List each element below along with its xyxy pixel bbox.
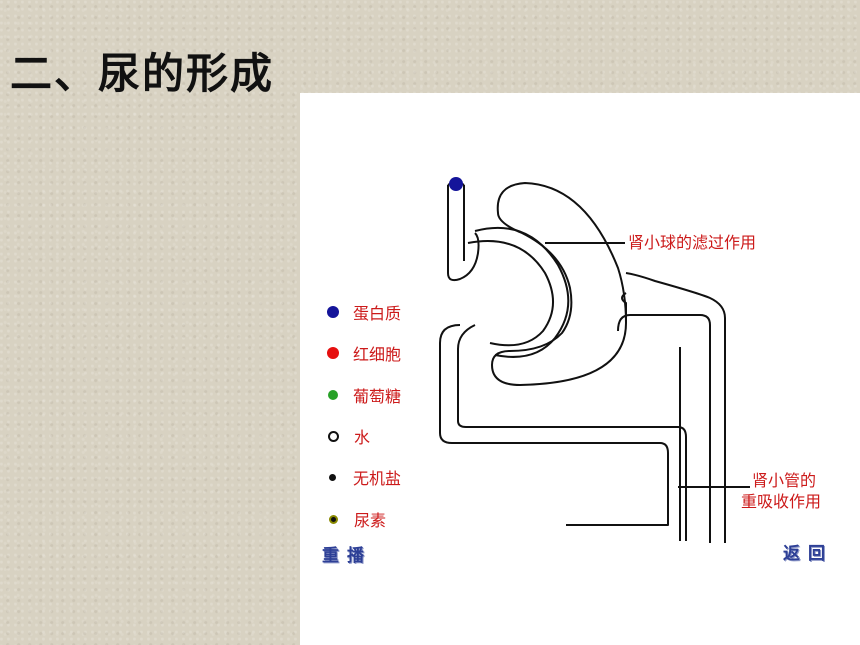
slide-title: 二、尿的形成 <box>10 49 275 98</box>
glomerulus-inner-curve <box>467 240 554 347</box>
replay-button[interactable]: 重播 <box>322 546 372 566</box>
legend-label: 红细胞 <box>353 345 402 364</box>
tubule-outer <box>621 292 627 323</box>
efferent-vessel-outer <box>439 324 669 526</box>
tubule-wall-left <box>617 314 711 543</box>
glomerulus-outer-curve <box>474 226 570 358</box>
filled-dot-icon <box>327 347 339 359</box>
legend-label: 蛋白质 <box>353 304 402 323</box>
legend-item-urea: 尿素 <box>327 507 386 531</box>
legend-item-glucose: 葡萄糖 <box>327 383 401 407</box>
legend-label: 水 <box>354 428 371 447</box>
legend-label: 葡萄糖 <box>353 387 402 406</box>
legend-item-water: 水 <box>327 424 370 448</box>
filled-dot-icon <box>327 306 339 318</box>
legend-label: 无机盐 <box>353 469 402 488</box>
filled-dot-icon <box>328 390 338 400</box>
efferent-vessel-inner <box>457 324 687 541</box>
filled-dot-icon <box>329 473 336 481</box>
legend-item-rbc: 红细胞 <box>327 341 401 365</box>
legend-item-protein: 蛋白质 <box>327 300 401 324</box>
ring-dot-icon <box>329 514 338 524</box>
protein-particle <box>449 177 463 191</box>
animation-panel: 蛋白质 红细胞 葡萄糖 水 无机盐 尿素 肾小球的滤过作用 肾小管的 重吸收作用… <box>300 93 860 645</box>
annotation-tubule-line2: 重吸收作用 <box>741 492 822 511</box>
nephron-diagram <box>439 177 750 543</box>
tubule-wall-right <box>625 272 726 543</box>
annotation-glomerulus: 肾小球的滤过作用 <box>628 233 757 252</box>
hollow-dot-icon <box>328 430 339 442</box>
annotation-tubule-line1: 肾小管的 <box>752 471 817 490</box>
back-button[interactable]: 返回 <box>783 544 833 564</box>
legend-label: 尿素 <box>354 511 387 530</box>
bowman-capsule-outer <box>491 182 627 386</box>
legend-item-salt: 无机盐 <box>327 465 401 489</box>
